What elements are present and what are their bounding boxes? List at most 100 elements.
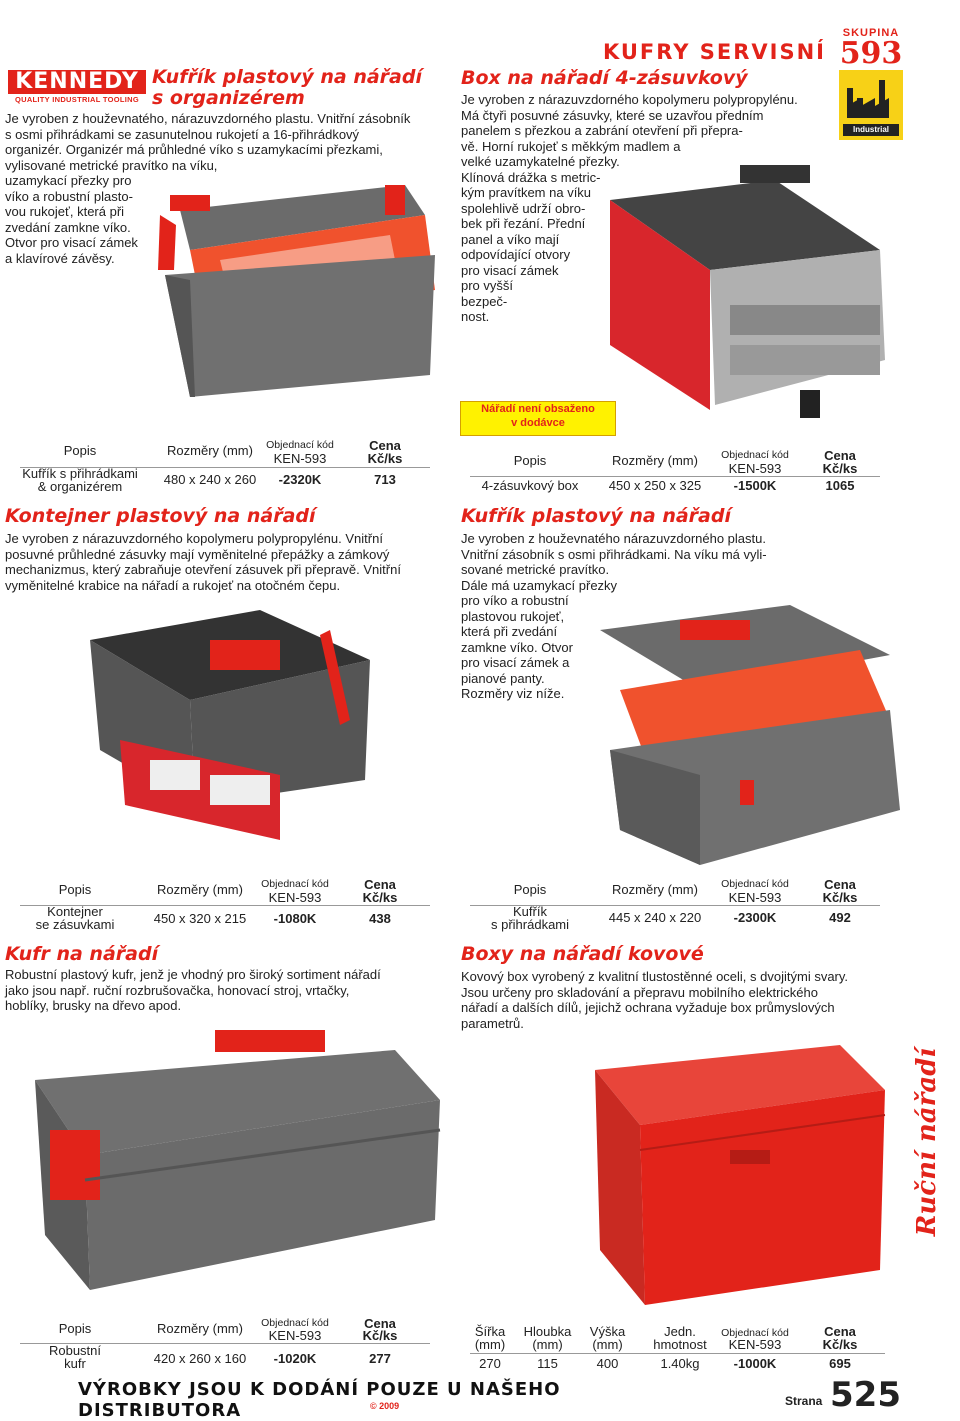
col-unit: Kč/ks <box>822 890 858 905</box>
text-line: posuvné průhledné zásuvky mají vyměnitel… <box>5 546 390 562</box>
p3-description: Je vyroben z nárazuvzdorného kopolymeru … <box>5 531 445 593</box>
col-cena: Cena <box>364 877 396 892</box>
text-line: Má čtyři posuvné zásuvky, které se uzavř… <box>461 107 764 123</box>
row-popis: Kufřík <box>513 904 547 919</box>
text-line: parametrů. <box>461 1015 524 1031</box>
text-line: pro vyšší <box>461 278 514 293</box>
text-line: panelem s přezkou a zabrání otevření při… <box>461 123 743 138</box>
col-popis: Popis <box>63 443 97 458</box>
text-line: plastovou rukojeť, <box>461 608 565 624</box>
text-line: Vnitřní zásobník s osmi přihrádkami. Na … <box>461 546 767 562</box>
row-cena: 492 <box>829 910 851 925</box>
col-popis: Popis <box>58 882 92 897</box>
row-kod: -2300K <box>733 910 777 925</box>
col-ken: KEN-593 <box>268 1328 322 1343</box>
col-cena: Cena <box>364 1316 396 1331</box>
text-line: která při zvedání <box>461 624 558 639</box>
p4-title: Kufřík plastový na nářadí <box>461 505 731 527</box>
text-line: panel a víko mají <box>461 231 560 247</box>
col-rozmery: Rozměry (mm) <box>157 882 243 897</box>
text-line: odpovídající otvory <box>461 247 571 262</box>
col-popis: Popis <box>513 453 547 468</box>
col-ken: KEN-593 <box>728 461 782 476</box>
logo-word: KENNEDY <box>8 70 146 94</box>
row-rozmery: 420 x 260 x 160 <box>153 1351 247 1366</box>
text-line: sované metrické pravítko. <box>461 562 610 577</box>
col-jedn: Jedn. <box>664 1324 696 1339</box>
row-vyska: 400 <box>596 1356 619 1371</box>
section-title: KUFRY SERVISNÍ <box>602 40 826 64</box>
col-rozmery: Rozměry (mm) <box>167 443 253 458</box>
p1-title-line1: Kufřík plastový na nářadí <box>152 66 422 88</box>
row-rozmery: 450 x 320 x 215 <box>153 911 247 926</box>
p2-table: Popis Rozměry (mm) Objednací kód KEN-593… <box>460 447 880 497</box>
row-cena: 713 <box>374 472 396 487</box>
col-ken: KEN-593 <box>268 890 322 905</box>
notice-line: v dodávce <box>511 417 565 429</box>
group-number: 593 <box>839 36 903 71</box>
text-line: vě. Horní rukojeť s měkkým madlem a <box>461 138 681 154</box>
table-rule <box>20 905 430 906</box>
text-line: pro visací zámek a <box>461 655 570 670</box>
p6-title: Boxy na nářadí kovové <box>461 943 704 965</box>
p6-metal-box-image <box>595 1045 886 1305</box>
table-rule <box>20 1343 430 1344</box>
row-rozmery: 450 x 250 x 325 <box>608 478 702 493</box>
p4-description: Je vyroben z houževnatého nárazuvzdornéh… <box>461 531 841 702</box>
text-line: Je vyroben z nárazuvzdorného kopolymeru … <box>5 531 383 546</box>
p5-table: Popis Rozměry (mm) Objednací kód KEN-593… <box>0 1314 450 1374</box>
col-unit: Kč/ks <box>822 461 858 476</box>
col-objednaci: Objednací kód <box>721 878 789 890</box>
p1-toolbox-image <box>158 185 435 397</box>
col-ken: KEN-593 <box>728 1337 782 1352</box>
side-tab-label: Ruční nářadí <box>912 1047 942 1237</box>
col-hloubka: Hloubka <box>523 1324 572 1339</box>
p6-description: Kovový box vyrobený z kvalitní tlustostě… <box>461 969 901 1031</box>
col-cena: Cena <box>369 438 401 453</box>
text-line: zvedání zamkne víko. <box>5 219 131 235</box>
text-line: jako jsou např. ruční rozbrušovačka, hon… <box>5 982 350 998</box>
p5-description: Robustní plastový kufr, jenž je vhodný p… <box>5 967 445 1014</box>
row-cena: 1065 <box>825 478 855 493</box>
table-rule <box>20 467 430 468</box>
text-line: Otvor pro visací zámek <box>5 235 138 250</box>
col-sirka: Šířka <box>474 1324 506 1339</box>
text-line: spolehlivě udrží obro- <box>461 200 586 216</box>
p2-description: Je vyroben z nárazuvzdorného kopolymeru … <box>461 92 841 325</box>
p4-toolbox-image <box>600 605 900 865</box>
text-line: Jsou určeny pro skladování a přepravu mo… <box>461 984 818 1000</box>
row-kod: -1500K <box>733 478 777 493</box>
row-hloubka: 115 <box>537 1356 558 1371</box>
col-rozmery: Rozměry (mm) <box>612 882 698 897</box>
row-sirka: 270 <box>479 1356 501 1371</box>
page-label: Strana <box>785 1394 823 1408</box>
text-line: a klavírové závěsy. <box>5 250 115 266</box>
text-line: bezpeč- <box>461 293 508 309</box>
row-popis: & organizérem <box>37 479 123 494</box>
col-objednaci: Objednací kód <box>721 449 789 461</box>
col-vyska: Výška <box>589 1324 626 1339</box>
logo-tagline: QUALITY INDUSTRIAL TOOLING <box>14 95 140 104</box>
text-line: mechanizmus, který zabraňuje otevření zá… <box>5 562 401 577</box>
row-kod: -1080K <box>273 911 317 926</box>
text-line: kým pravítkem na víku <box>461 185 592 200</box>
text-line: pro víko a robustní <box>461 593 569 608</box>
text-line: pro visací zámek <box>461 262 559 278</box>
col-cena: Cena <box>824 448 856 463</box>
text-line: s osmi přihrádkami se zasunutelnou rukoj… <box>5 126 360 142</box>
col-sirka-unit: (mm) <box>474 1337 506 1352</box>
row-rozmery: 480 x 240 x 260 <box>163 472 257 487</box>
text-line: Rozměry viz níže. <box>461 686 565 701</box>
row-cena: 695 <box>829 1356 851 1371</box>
text-line: vylisované metrické pravítko na víku, <box>5 157 218 173</box>
col-cena: Cena <box>824 877 856 892</box>
p6-table: Šířka (mm) Hloubka (mm) Výška (mm) Jedn.… <box>460 1322 890 1374</box>
text-line: Je vyroben z houževnatého nárazuvzdornéh… <box>461 531 766 546</box>
p1-title: Kufřík plastový na nářadí s organizérem <box>152 67 422 109</box>
table-rule <box>470 905 880 906</box>
notice-line: Nářadí není obsaženo <box>481 403 595 415</box>
col-unit: Kč/ks <box>822 1337 858 1352</box>
p4-table: Popis Rozměry (mm) Objednací kód KEN-593… <box>460 876 880 931</box>
p1-table: Popis Rozměry (mm) Objednací kód KEN-593… <box>0 437 450 494</box>
notice-badge: Nářadí není obsaženo v dodávce <box>460 401 616 436</box>
